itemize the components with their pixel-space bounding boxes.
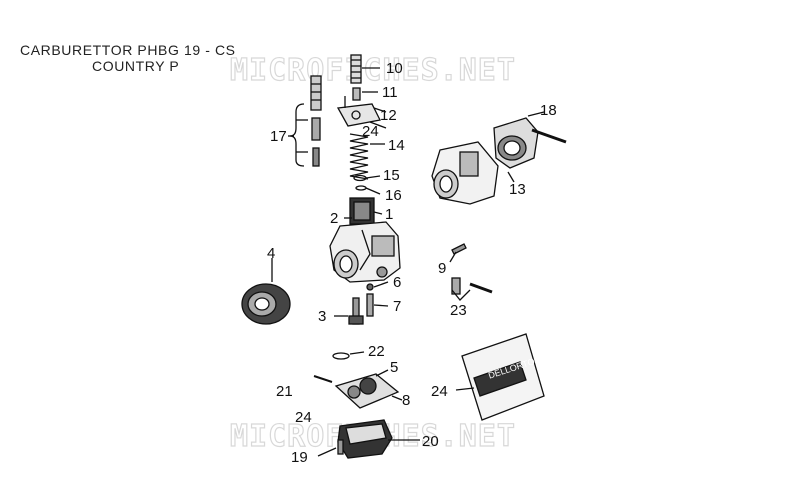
callout-7: 7 <box>393 298 401 315</box>
part-6-jet <box>366 283 374 291</box>
carburettor-body <box>329 221 401 283</box>
part-4-air-filter <box>241 258 291 325</box>
callout-6: 6 <box>393 274 401 291</box>
part-19-screw <box>317 439 344 457</box>
callout-24-mid: 24 <box>295 409 312 426</box>
callout-22: 22 <box>368 343 385 360</box>
part-9-screw <box>449 243 467 263</box>
part-21-pin <box>313 375 333 383</box>
part-7-needle-jet <box>366 293 374 317</box>
part-14-spring <box>349 133 385 180</box>
callout-5: 5 <box>390 359 398 376</box>
part-5-float <box>334 369 403 409</box>
part-22-ring <box>332 352 350 360</box>
diagram-title-line2: COUNTRY P <box>92 58 180 74</box>
part-10-cap <box>350 54 380 84</box>
part-11-screw <box>352 87 378 101</box>
callout-10: 10 <box>386 60 403 77</box>
part-12-plate <box>336 96 387 129</box>
part-17-needle-set <box>288 75 322 167</box>
callout-1: 1 <box>385 206 393 223</box>
diagram-title-line1: CARBURETTOR PHBG 19 - CS <box>20 42 236 58</box>
callout-11: 11 <box>382 84 398 101</box>
watermark-top: MICROFICHES.NET <box>230 53 516 88</box>
callout-24-kit: 24 <box>431 383 448 400</box>
callout-16: 16 <box>385 187 402 204</box>
callout-23: 23 <box>450 302 467 319</box>
callout-13: 13 <box>509 181 526 198</box>
callout-15: 15 <box>383 167 400 184</box>
callout-17: 17 <box>270 128 287 145</box>
callout-12: 12 <box>380 107 397 124</box>
callout-19: 19 <box>291 449 308 466</box>
callout-2: 2 <box>330 210 338 227</box>
part-24-gasket-kit <box>455 333 545 421</box>
callout-8: 8 <box>402 392 410 409</box>
callout-9: 9 <box>438 260 446 277</box>
callout-20: 20 <box>422 433 439 450</box>
callout-24-top: 24 <box>362 123 379 140</box>
part-3-emulsion-tube <box>334 297 364 325</box>
callout-3: 3 <box>318 308 326 325</box>
part-23-screws <box>451 277 493 301</box>
part-13-carburettor-assembly <box>431 111 567 205</box>
part-16-washer <box>355 185 367 191</box>
callout-21: 21 <box>276 383 293 400</box>
part-1-throttle-slide <box>344 197 383 225</box>
callout-14: 14 <box>388 137 405 154</box>
callout-4: 4 <box>267 245 275 262</box>
part-20-float-bowl <box>337 419 420 459</box>
callout-18: 18 <box>540 102 557 119</box>
